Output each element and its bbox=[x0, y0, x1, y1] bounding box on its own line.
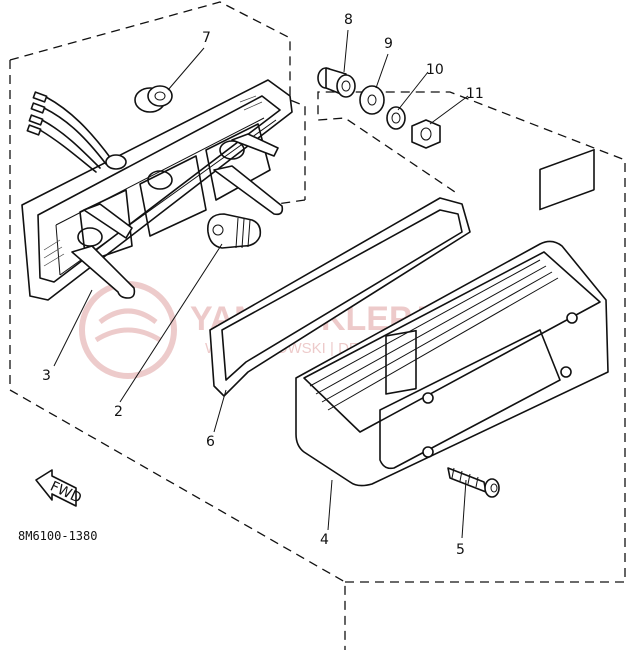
lens bbox=[295, 148, 609, 487]
collar bbox=[317, 67, 356, 98]
screw bbox=[447, 467, 500, 498]
callout-2: 2 bbox=[114, 404, 123, 420]
washer bbox=[359, 85, 385, 115]
callout-10: 10 bbox=[426, 62, 444, 78]
callout-7: 7 bbox=[202, 30, 211, 46]
part-code: 8M6100-1380 bbox=[18, 529, 97, 543]
tail-light-housing bbox=[21, 79, 293, 301]
callout-4: 4 bbox=[320, 532, 329, 548]
callout-5: 5 bbox=[456, 542, 465, 558]
housing-hatching bbox=[43, 95, 263, 267]
callout-9: 9 bbox=[384, 36, 393, 52]
nut bbox=[411, 119, 441, 149]
callout-labels: 2 3 4 5 6 7 8 9 10 11 bbox=[42, 12, 484, 558]
fwd-label: FWD bbox=[48, 479, 84, 507]
callout-11: 11 bbox=[466, 86, 484, 102]
callout-6: 6 bbox=[206, 434, 215, 450]
spring-washer bbox=[386, 106, 406, 130]
leader-lines bbox=[53, 29, 469, 539]
callout-3: 3 bbox=[42, 368, 51, 384]
assembly-boundary bbox=[9, 1, 626, 650]
grommet bbox=[134, 85, 173, 113]
wire-harness bbox=[26, 91, 127, 173]
bulb bbox=[207, 213, 262, 249]
callout-8: 8 bbox=[344, 12, 353, 28]
gasket bbox=[209, 197, 471, 397]
fwd-arrow-icon: FWD bbox=[35, 469, 84, 507]
